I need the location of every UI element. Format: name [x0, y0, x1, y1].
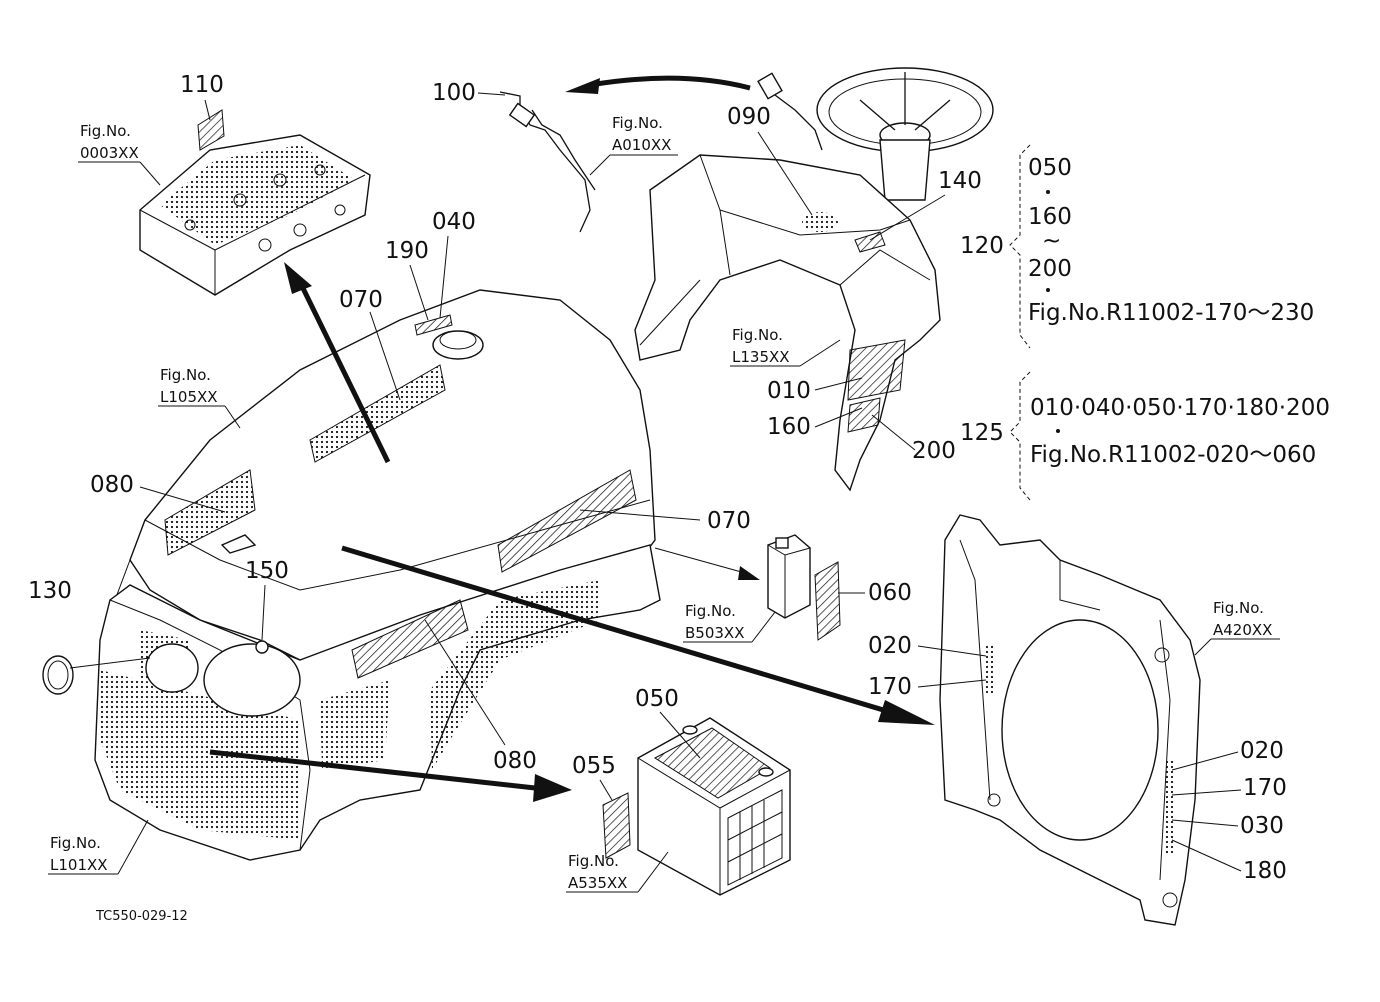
- assembly-arrows: [209, 262, 935, 802]
- fig-ref-bonnet-line1: Fig.No.: [160, 366, 211, 384]
- fig-ref-grille-line1: Fig.No.: [50, 834, 101, 852]
- fig-ref-engine-head-line1: Fig.No.: [80, 122, 131, 140]
- brace-120: 120 050 160 ~ 200 Fig.No.R11002-170～230: [960, 144, 1314, 349]
- fig-ref-dash-panel-line1: Fig.No.: [732, 326, 783, 344]
- callout-050: 050: [635, 686, 679, 712]
- fig-ref-radiator-line2: A420XX: [1213, 621, 1272, 639]
- callout-090: 090: [727, 104, 771, 130]
- curved-arrow-head: [565, 78, 600, 94]
- fig-ref-battery-line2: A535XX: [568, 874, 627, 892]
- brace-125-line1: 010·040·050·170·180·200: [1030, 395, 1330, 421]
- brace-120-label: 120: [960, 233, 1004, 259]
- callout-170-frame-left: 170: [868, 674, 912, 700]
- drawing-id: TC550-029-12: [95, 909, 188, 924]
- fig-ref-toolbox-line1: Fig.No.: [685, 602, 736, 620]
- bonnet: [99, 289, 656, 661]
- callout-010: 010: [767, 378, 811, 404]
- fig-ref-wiring-line2: A010XX: [612, 136, 671, 154]
- brace-120-tilde: ~: [1042, 228, 1061, 254]
- brace-120-line2: 160: [1028, 204, 1072, 230]
- callout-060: 060: [868, 580, 912, 606]
- front-grille: [94, 544, 661, 861]
- brace-125: 125 010·040·050·170·180·200 Fig.No.R1100…: [960, 371, 1330, 501]
- engine-cylinder-head: [139, 134, 371, 296]
- fig-ref-bonnet-line2: L105XX: [160, 388, 218, 406]
- callout-080-bottom: 080: [493, 748, 537, 774]
- callout-080-top: 080: [90, 472, 134, 498]
- fig-ref-dash-panel-line2: L135XX: [732, 348, 790, 366]
- brace-120-line1: 050: [1028, 155, 1072, 181]
- dash-panel: [634, 154, 941, 492]
- callout-140: 140: [938, 168, 982, 194]
- wiring-harness-connector: [499, 72, 823, 233]
- callout-020-frame-left: 020: [868, 633, 912, 659]
- callout-190: 190: [385, 238, 429, 264]
- callout-180: 180: [1243, 858, 1287, 884]
- brace-120-line3: 200: [1028, 256, 1072, 282]
- fig-ref-battery-line1: Fig.No.: [568, 852, 619, 870]
- steering-wheel: [816, 67, 994, 201]
- callout-055: 055: [572, 753, 616, 779]
- brace-125-line2: Fig.No.R11002-020～060: [1030, 442, 1316, 468]
- callout-040: 040: [432, 209, 476, 235]
- toolbox: [767, 534, 841, 641]
- callout-160: 160: [767, 414, 811, 440]
- callout-170-frame-right: 170: [1243, 775, 1287, 801]
- emblem-130: [42, 655, 74, 695]
- callout-200: 200: [912, 438, 956, 464]
- callout-070-top: 070: [339, 287, 383, 313]
- radiator-frame: [939, 514, 1201, 926]
- callout-130: 130: [28, 578, 72, 604]
- callout-020-frame-right: 020: [1240, 738, 1284, 764]
- fig-ref-engine-head-line2: 0003XX: [80, 144, 139, 162]
- callout-030: 030: [1240, 813, 1284, 839]
- battery: [602, 717, 791, 896]
- fig-ref-wiring-line1: Fig.No.: [612, 114, 663, 132]
- callout-070-side: 070: [707, 508, 751, 534]
- brace-120-line4: Fig.No.R11002-170～230: [1028, 300, 1314, 326]
- fig-ref-grille-line2: L101XX: [50, 856, 108, 874]
- fig-ref-toolbox-line2: B503XX: [685, 624, 744, 642]
- callout-150: 150: [245, 558, 289, 584]
- fig-ref-radiator-line1: Fig.No.: [1213, 599, 1264, 617]
- decal-110: [197, 109, 225, 151]
- brace-125-label: 125: [960, 420, 1004, 446]
- callout-100: 100: [432, 80, 476, 106]
- callout-110: 110: [180, 72, 224, 98]
